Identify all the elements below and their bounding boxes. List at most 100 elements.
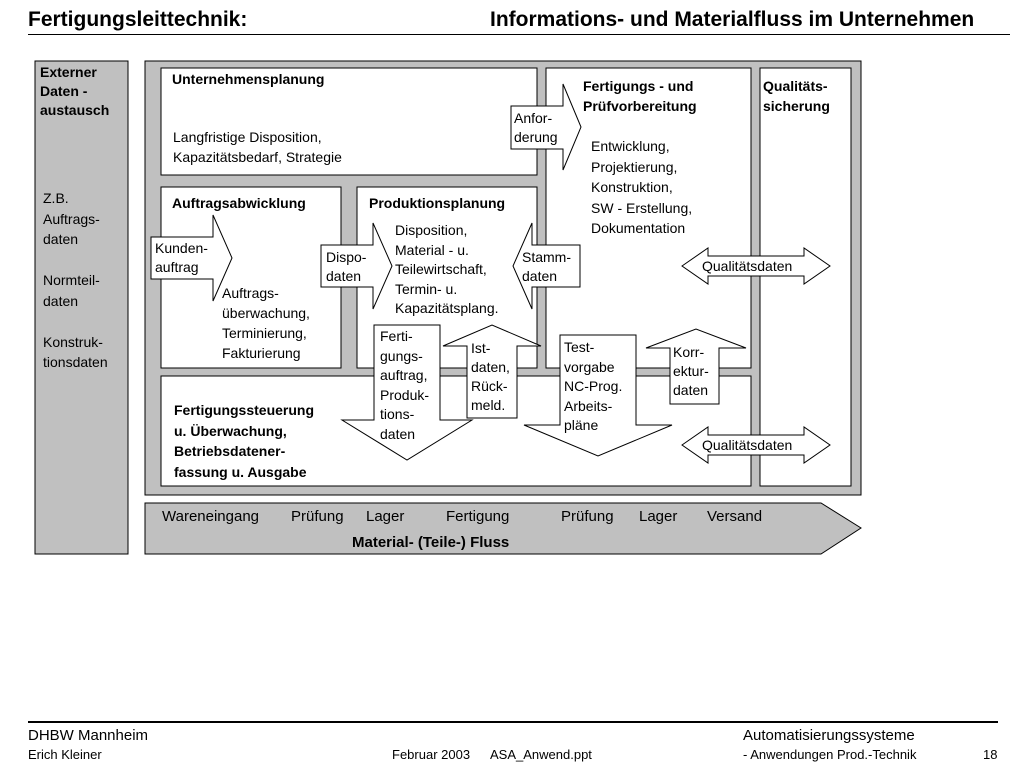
body-line: Disposition, [395,222,468,238]
flow-step-pruefung-2: Prüfung [561,508,614,525]
arrow-label-line: daten [673,382,709,398]
korrekturdaten-label: Korr- ektur- daten [673,343,709,400]
testvorgabe-label: Test- vorgabe NC-Prog. Arbeits- pläne [564,338,622,436]
qualitaetsdaten-label-2: Qualitätsdaten [702,437,793,453]
arrow-label-line: ektur- [673,363,709,379]
arrow-label-line: vorgabe [564,358,615,375]
material-flow-arrow [144,502,862,555]
slide-title-right: Informations- und Materialfluss im Unter… [490,8,975,31]
dispodaten-label: Dispo- daten [326,248,366,286]
body-line: Fakturierung [222,345,301,361]
arrow-label-line: daten [522,268,558,284]
arrow-label-line: auftrag, [380,367,428,383]
arrow-label-line: Stamm- [522,249,571,265]
title-line: Qualitäts- [763,78,828,94]
external-item: tionsdaten [43,354,108,370]
kundenauftrag-arrow [150,214,233,302]
title-line: Fertigungs - und [583,78,694,94]
external-data-panel [34,60,129,555]
title-line: u. Überwachung, [174,422,287,439]
body-line: Entwicklung, [591,138,670,154]
produktionsplanung-title: Produktionsplanung [369,195,506,211]
footer-author: Erich Kleiner [28,747,102,762]
arrow-label-line: tions- [380,406,415,422]
body-line: Konstruktion, [591,179,673,195]
arrow-label-line: derung [514,129,558,145]
title-line: fassung u. Ausgabe [174,463,307,480]
external-item: Konstruk- [43,333,103,350]
fertigungsvorbereitung-title: Fertigungs - und Prüfvorbereitung [583,76,697,116]
flow-step-fertigung: Fertigung [446,508,510,525]
unternehmensplanung-box [160,67,538,176]
external-title-line: Daten - [40,83,88,99]
body-line: Kapazitätsbedarf, Strategie [173,149,342,165]
footer-date: Februar 2003 [392,747,471,762]
external-item: daten [43,231,79,247]
fertigungsauftrag-arrow [340,324,474,461]
external-title-line: Externer [40,64,97,80]
title-line: Betriebsdatener- [174,443,286,459]
material-flow-label: Material- (Teile-) Fluss [352,534,510,551]
flow-step-lager-1: Lager [366,508,405,525]
external-item: daten [43,292,79,309]
flow-step-versand: Versand [707,508,763,525]
arrow-label-line: Produk- [380,386,430,403]
korrekturdaten-arrow [645,328,747,405]
external-item [43,250,108,271]
anforderung-label: Anfor- derung [514,109,558,147]
fertigungssteuerung-title: Fertigungssteuerung u. Überwachung, Betr… [174,400,314,482]
unternehmensplanung-title: Unternehmensplanung [172,71,325,87]
flow-step-lager-2: Lager [639,508,678,525]
arrow-label-line: Korr- [673,344,705,360]
body-line: überwachung, [222,305,310,321]
fertigungsvorbereitung-box [545,67,752,369]
flow-step-wareneingang: Wareneingang [162,508,260,525]
arrow-label-line: daten, [471,359,510,375]
external-data-title: Externer Daten - austausch [40,63,109,120]
stammdaten-arrow [512,222,581,310]
fertigungsauftrag-label: Ferti- gungs- auftrag, Produk- tions- da… [380,327,429,444]
istdaten-label: Ist- daten, Rück- meld. [471,339,510,415]
header-rule [28,34,1010,35]
external-title-line: austausch [40,102,110,118]
qualitaetsdaten-arrow-2 [681,426,831,464]
body-line: Kapazitätsplang. [395,300,499,316]
arrow-label-line: gungs- [380,347,423,364]
body-line: Projektierung, [591,158,678,175]
body-line: Terminierung, [222,325,307,341]
arrow-label-line: meld. [471,397,506,413]
footer-subtitle: - Anwendungen Prod.-Technik [743,747,917,762]
title-line: Prüfvorbereitung [583,98,697,114]
arrow-label-line: pläne [564,417,599,433]
produktionsplanung-body: Disposition, Material - u. Teilewirtscha… [395,221,499,319]
external-item [43,311,108,332]
body-line: Material - u. [395,241,469,258]
kundenauftrag-label: Kunden- auftrag [155,239,208,277]
external-item: Z.B. [43,190,69,206]
footer-file: ASA_Anwend.ppt [490,747,592,762]
external-item: Auftrags- [43,210,100,227]
arrow-label-line: Kunden- [155,240,208,256]
arrow-label-line: Ist- [471,340,491,356]
title-line: sicherung [763,98,830,114]
arrow-label-line: Ferti- [380,328,413,344]
body-line: Termin- u. [395,280,458,297]
body-line: SW - Erstellung, [591,199,693,216]
arrow-label-line: daten [380,425,416,442]
body-line: Langfristige Disposition, [173,129,322,145]
slide-title-left: Fertigungsleittechnik: [28,8,248,31]
anforderung-arrow [510,83,582,171]
dispodaten-arrow [320,222,393,310]
footer-page-number: 18 [983,747,998,762]
auftragsabwicklung-body: Auftrags- überwachung, Terminierung, Fak… [222,283,310,363]
arrow-label-line: Dispo- [326,249,367,265]
stammdaten-label: Stamm- daten [522,248,571,286]
testvorgabe-arrow [523,334,673,457]
footer-course: Automatisierungssysteme [743,727,915,744]
fertigungsvorbereitung-body: Entwicklung, Projektierung, Konstruktion… [591,136,692,239]
qualitaetssicherung-title: Qualitäts- sicherung [763,76,830,116]
footer-rule [28,721,998,723]
qualitaetsdaten-arrow-1 [681,247,831,285]
arrow-label-line: auftrag [155,259,199,275]
